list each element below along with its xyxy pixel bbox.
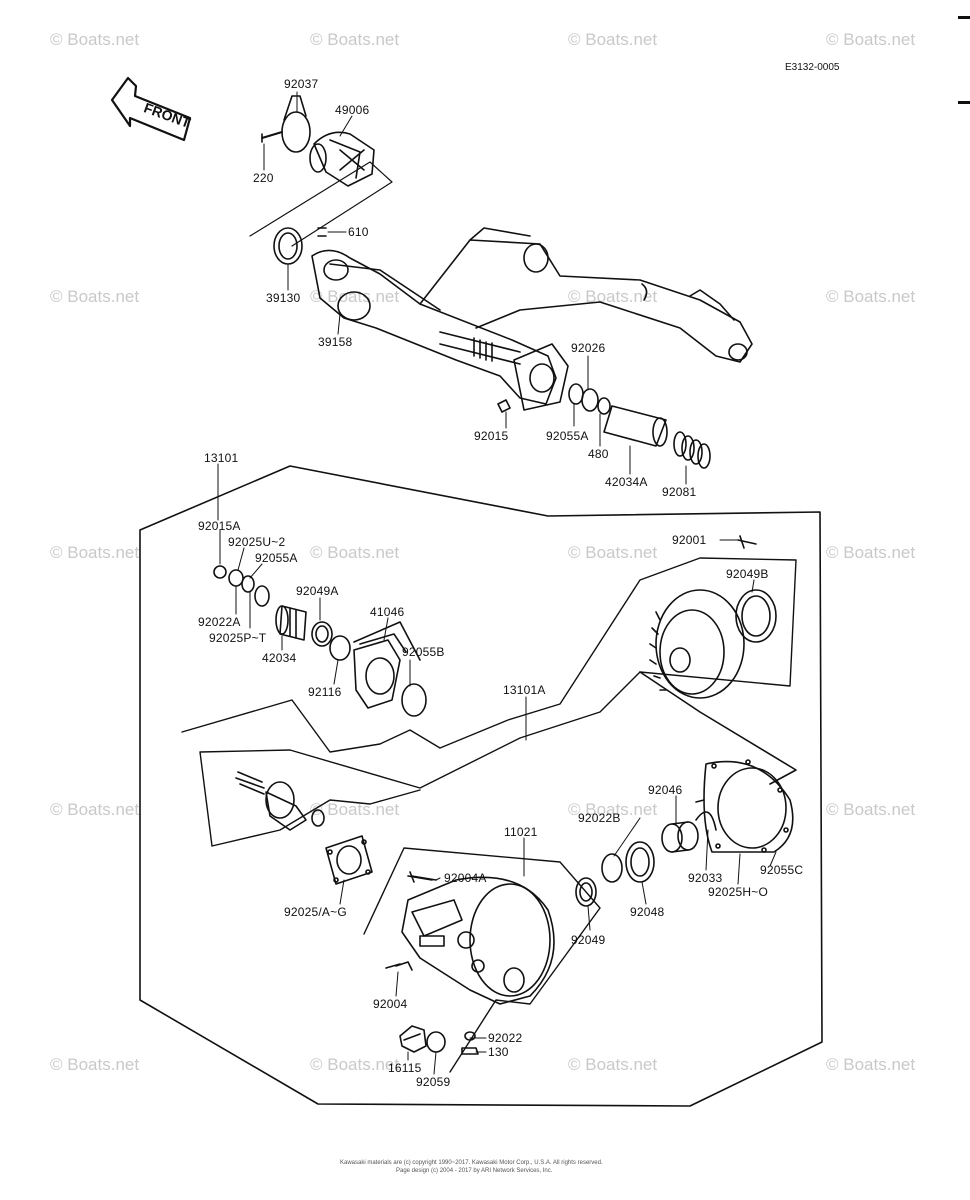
drawing-reference: E3132-0005 <box>785 62 840 73</box>
part-label-92025A-G: 92025/A~G <box>284 905 347 919</box>
circlip-icon <box>695 811 717 831</box>
part-label-92055B: 92055B <box>402 645 445 659</box>
nut-icon <box>497 399 511 413</box>
watermark: © Boats.net <box>50 30 140 49</box>
watermark: © Boats.net <box>826 30 916 49</box>
watermark: © Boats.net <box>826 287 916 306</box>
watermark: © Boats.net <box>826 1055 916 1074</box>
copyright-line-1: Kawasaki materials are (c) copyright 199… <box>340 1160 603 1166</box>
watermark: © Boats.net <box>568 800 658 819</box>
o-ring-icon <box>426 1031 446 1053</box>
boot-clamp-icon <box>261 95 311 153</box>
watermark: © Boats.net <box>50 1055 140 1074</box>
part-label-92022A: 92022A <box>198 615 241 629</box>
part-label-92001: 92001 <box>672 533 707 547</box>
watermark: © Boats.net <box>568 287 658 306</box>
part-label-92025U-2: 92025U~2 <box>228 535 286 549</box>
page-edge-mark-top <box>958 16 970 19</box>
ring-icon <box>568 383 584 405</box>
part-label-480: 480 <box>588 447 609 461</box>
front-arrow-icon: FRONT <box>110 76 193 142</box>
watermark: © Boats.net <box>568 1055 658 1074</box>
watermark: © Boats.net <box>826 800 916 819</box>
part-label-92004A: 92004A <box>444 871 487 885</box>
part-label-11021: 11021 <box>504 825 538 839</box>
part-label-92049: 92049 <box>571 933 606 947</box>
part-label-610: 610 <box>348 225 369 239</box>
bolt-icon <box>737 535 757 549</box>
watermark: © Boats.net <box>310 287 400 306</box>
watermark: © Boats.net <box>310 30 400 49</box>
gear-case-cover-icon <box>695 759 794 853</box>
part-label-92116: 92116 <box>308 685 342 699</box>
part-label-130: 130 <box>488 1045 509 1059</box>
watermark: © Boats.net <box>310 800 400 819</box>
part-label-92025P-T: 92025P~T <box>209 631 267 645</box>
gasket-icon <box>325 835 373 885</box>
part-label-92022B: 92022B <box>578 811 621 825</box>
rubber-boot-icon <box>309 131 375 187</box>
part-label-92049A: 92049A <box>296 584 339 598</box>
watermark: © Boats.net <box>50 287 140 306</box>
part-label-92022: 92022 <box>488 1031 523 1045</box>
bearing-icon <box>275 605 307 641</box>
part-label-42034: 42034 <box>262 651 297 665</box>
part-label-92004: 92004 <box>373 997 408 1011</box>
needle-bearing-icon <box>661 821 699 853</box>
pinion-gear-icon <box>235 771 325 831</box>
part-label-92033: 92033 <box>688 871 723 885</box>
watermark: © Boats.net <box>310 543 400 562</box>
part-label-92037: 92037 <box>284 77 319 91</box>
part-label-92048: 92048 <box>630 905 665 919</box>
watermark: © Boats.net <box>568 30 658 49</box>
seal-icon <box>575 877 597 907</box>
watermark: © Boats.net <box>50 800 140 819</box>
part-label-92015: 92015 <box>474 429 509 443</box>
watermark: © Boats.net <box>310 1055 400 1074</box>
part-label-92055C: 92055C <box>760 863 804 877</box>
sleeve-icon <box>603 405 667 447</box>
swing-arm-icon <box>311 227 753 411</box>
watermark: © Boats.net <box>826 543 916 562</box>
watermark: © Boats.net <box>50 543 140 562</box>
part-label-92046: 92046 <box>648 783 683 797</box>
copyright-line-2: Page design (c) 2004 - 2017 by ARI Netwo… <box>396 1168 553 1174</box>
drain-bolt-icon <box>461 1047 479 1055</box>
final-gear-case-icon <box>385 871 555 1005</box>
part-label-92015A: 92015A <box>198 519 241 533</box>
part-label-49006: 49006 <box>335 103 370 117</box>
filler-cap-icon <box>399 1025 427 1053</box>
part-label-92025H-O: 92025H~O <box>708 885 768 899</box>
bearing-housing-icon <box>353 633 407 709</box>
part-label-39130: 39130 <box>266 291 301 305</box>
part-label-92059: 92059 <box>416 1075 451 1089</box>
part-label-13101A: 13101A <box>503 683 546 697</box>
nut-icon <box>213 565 227 579</box>
part-label-220: 220 <box>253 171 274 185</box>
part-label-39158: 39158 <box>318 335 353 349</box>
part-label-92026: 92026 <box>571 341 606 355</box>
stud-icon <box>411 875 437 881</box>
part-label-92055A-mid: 92055A <box>255 551 298 565</box>
part-label-13101: 13101 <box>204 451 239 465</box>
watermark: © Boats.net <box>568 543 658 562</box>
part-label-92049B: 92049B <box>726 567 769 581</box>
part-label-16115: 16115 <box>388 1061 422 1075</box>
washer-icon <box>464 1031 476 1041</box>
pin-icon <box>317 227 327 237</box>
bearing-icon <box>625 841 655 883</box>
part-label-92055A-top: 92055A <box>546 429 589 443</box>
ring-gear-icon <box>649 589 777 699</box>
seal-icon <box>601 853 623 883</box>
part-label-41046: 41046 <box>370 605 405 619</box>
part-label-92081: 92081 <box>662 485 697 499</box>
page-edge-mark-bottom <box>958 101 970 104</box>
part-label-42034A: 42034A <box>605 475 648 489</box>
spring-icon <box>673 431 711 469</box>
